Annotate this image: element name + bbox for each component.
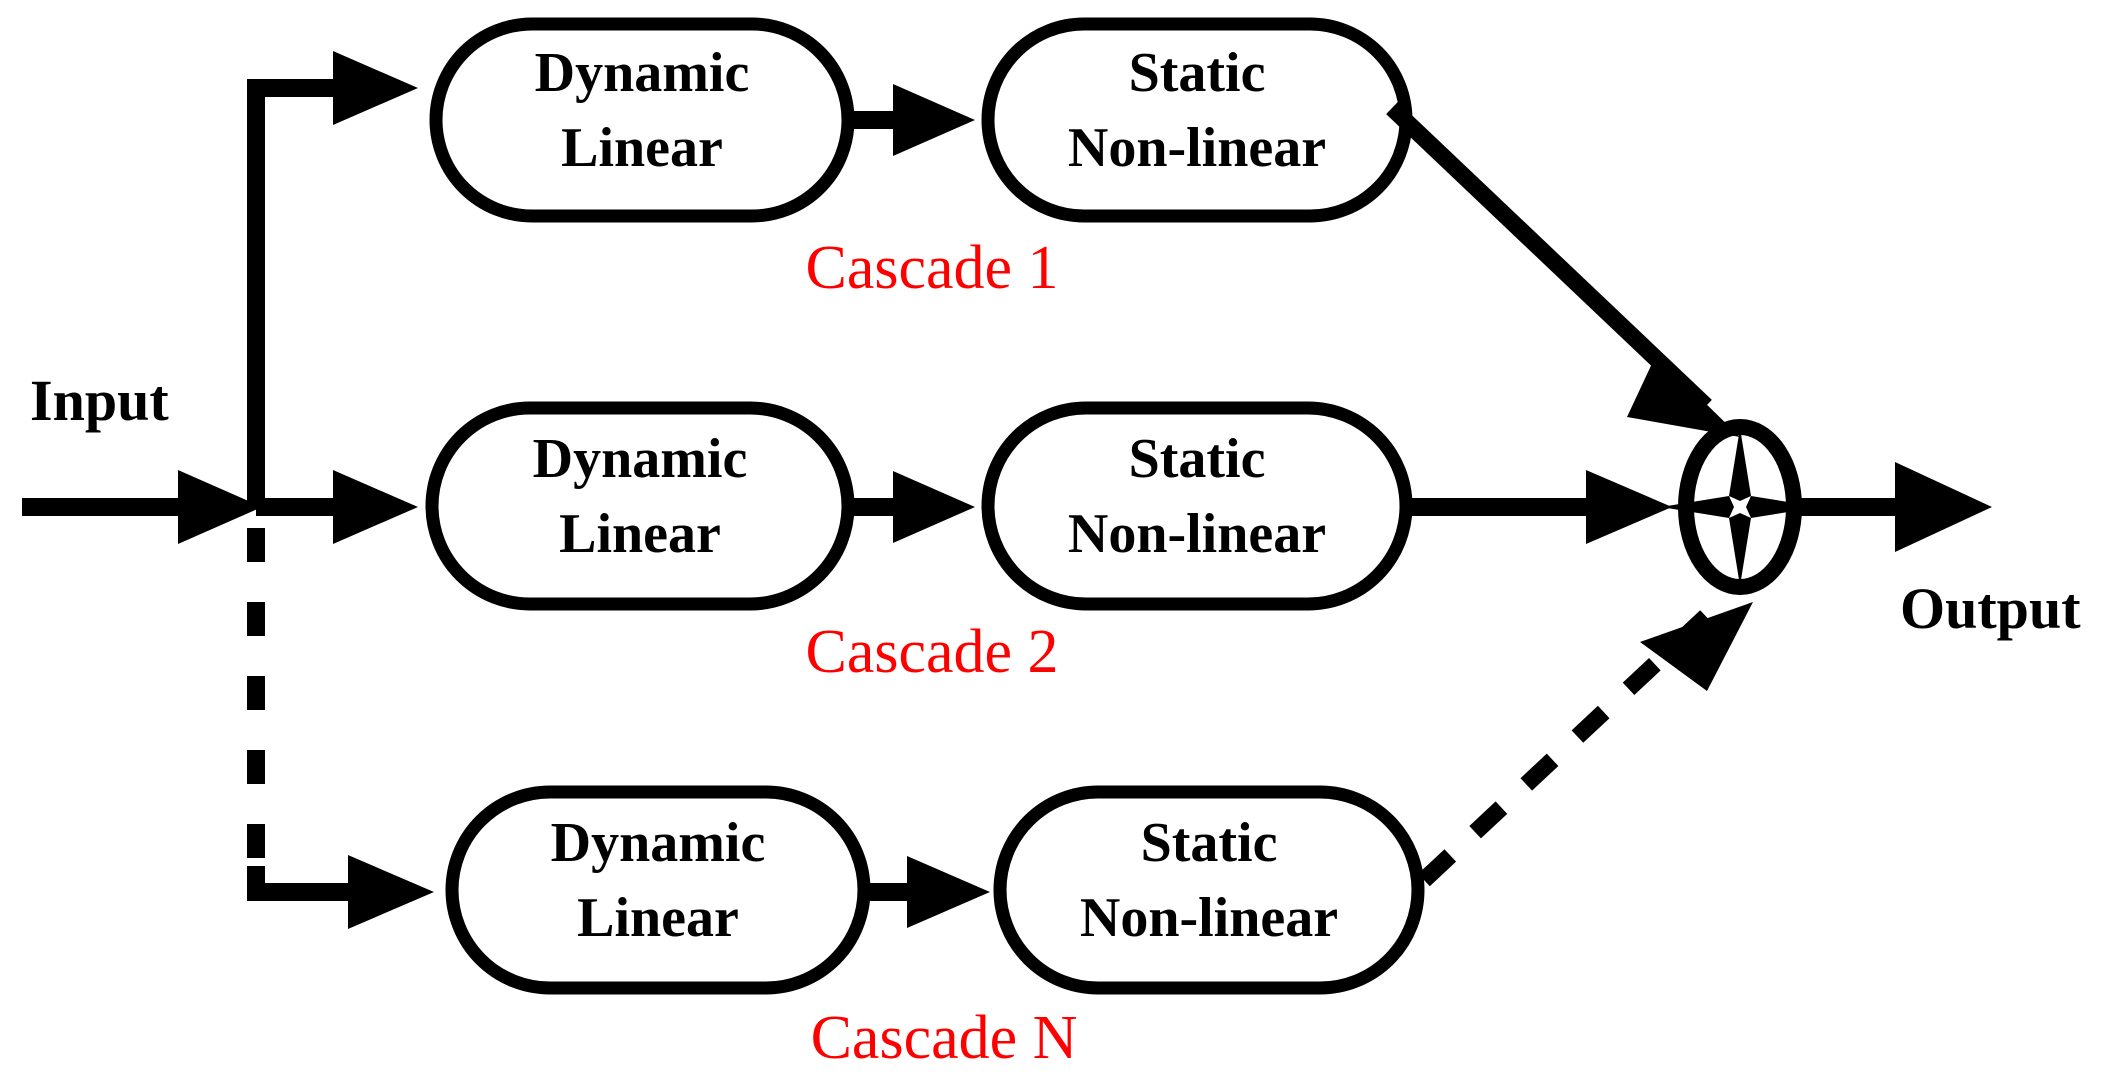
output-group bbox=[1790, 462, 1992, 552]
cascade-n-to-summer-arrowhead bbox=[1640, 602, 1753, 691]
cascade-2-group: Dynamic Linear Static Non-linear Cascade… bbox=[425, 401, 1672, 686]
summer-cross-bottom bbox=[1729, 513, 1751, 586]
cascade-2-caption: Cascade 2 bbox=[805, 618, 1058, 686]
cascade-1-static-nonlinear-line1: Static bbox=[1129, 42, 1266, 104]
branch2-feed-arrowhead bbox=[333, 470, 418, 544]
cascade-1-caption: Cascade 1 bbox=[805, 234, 1058, 302]
cascade-n-caption: Cascade N bbox=[811, 1004, 1078, 1072]
cascade-n-group: Dynamic Linear Static Non-linear Cascade… bbox=[445, 601, 1753, 1072]
input-trunk-group bbox=[22, 51, 434, 929]
cascade-n-static-nonlinear-line2: Non-linear bbox=[1080, 887, 1338, 949]
cascade-2-static-nonlinear-line1: Static bbox=[1129, 428, 1266, 490]
cascade-n-dynamic-linear-line2: Linear bbox=[577, 887, 739, 949]
cascade-1-dynamic-linear-line2: Linear bbox=[561, 117, 723, 179]
summer-cross-right bbox=[1746, 496, 1819, 518]
input-arrowhead bbox=[178, 470, 262, 544]
cascade-1-dynamic-linear-line1: Dynamic bbox=[535, 42, 750, 104]
cascade-1-static-nonlinear-line2: Non-linear bbox=[1068, 117, 1326, 179]
cascade-1-to-summer-arrowhead bbox=[1627, 355, 1740, 437]
cascade-1-to-summer-line bbox=[1386, 101, 1712, 413]
cascade-1-group: Dynamic Linear Static Non-linear Cascade… bbox=[429, 17, 1740, 437]
cascade-n-static-nonlinear-box[interactable] bbox=[993, 785, 1425, 995]
cascade-1-interblock-arrowhead bbox=[893, 84, 975, 156]
branchN-feed-arrowhead bbox=[348, 855, 434, 929]
summer-cross-top bbox=[1729, 428, 1751, 501]
cascade-n-dynamic-linear-line1: Dynamic bbox=[551, 812, 766, 874]
summer-cross-left bbox=[1661, 496, 1734, 518]
cascade-2-dynamic-linear-line2: Linear bbox=[559, 503, 721, 565]
branch1-feed-arrowhead bbox=[333, 51, 418, 125]
cascade-2-static-nonlinear-line2: Non-linear bbox=[1068, 503, 1326, 565]
output-arrowhead bbox=[1895, 462, 1992, 552]
cascade-2-dynamic-linear-line1: Dynamic bbox=[533, 428, 748, 490]
cascade-n-interblock-arrowhead bbox=[907, 856, 990, 928]
input-label: Input bbox=[30, 368, 169, 433]
cascade-n-static-nonlinear-line1: Static bbox=[1141, 812, 1278, 874]
output-label: Output bbox=[1900, 576, 2081, 641]
cascade-2-interblock-arrowhead bbox=[893, 471, 975, 543]
cascade-2-to-summer-arrowhead bbox=[1586, 470, 1672, 544]
